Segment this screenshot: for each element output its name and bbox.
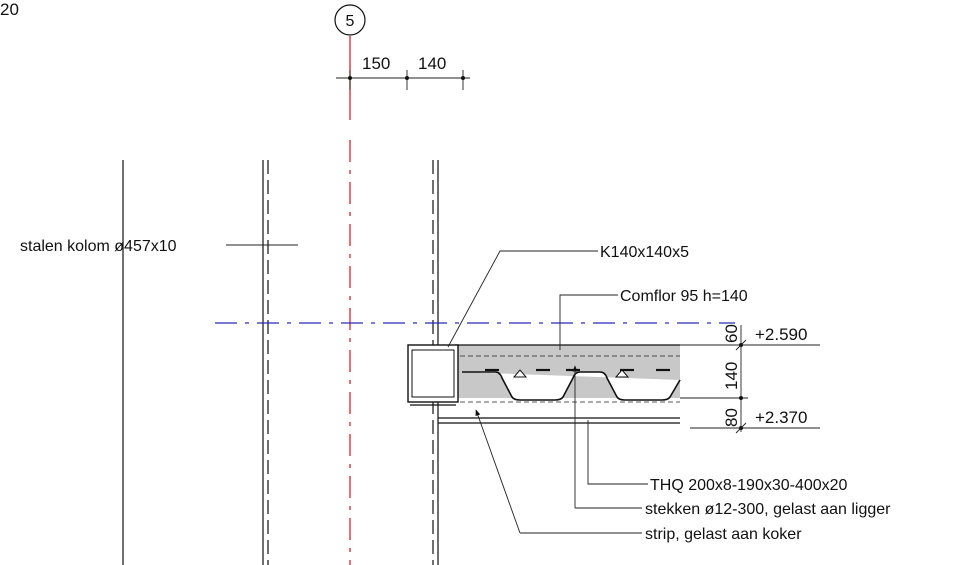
leader-studs: stekken ø12-300, gelast aan ligger (572, 365, 891, 518)
steel-tube (407, 344, 459, 406)
level-bottom: +2.370 (755, 408, 807, 427)
grid-marker-label: 5 (346, 13, 355, 30)
label-studs: stekken ø12-300, gelast aan ligger (645, 501, 891, 518)
leader-tube: K140x140x5 (447, 244, 689, 348)
beam-flange (438, 417, 680, 424)
leader-deck: Comflor 95 h=140 (559, 288, 748, 350)
dimension-80: 80 (722, 408, 741, 427)
leader-strip: strip, gelast aan koker (475, 409, 802, 543)
composite-slab (455, 344, 681, 403)
label-tube: K140x140x5 (600, 244, 689, 261)
grid-marker: 5 (334, 4, 366, 36)
deck-profile (462, 371, 681, 401)
horizontal-dimension: 150 140 (336, 54, 470, 90)
label-deck: Comflor 95 h=140 (620, 288, 748, 305)
dimension-150: 150 (362, 54, 390, 73)
level-top: +2.590 (755, 325, 807, 344)
leader-beam: THQ 200x8-190x30-400x20 (587, 420, 848, 494)
leader-column: stalen kolom ø457x10 (20, 238, 298, 255)
corner-label: 20 (0, 0, 19, 19)
dimension-60: 60 (722, 324, 741, 343)
steel-column (122, 160, 439, 565)
label-column: stalen kolom ø457x10 (20, 238, 177, 255)
label-beam: THQ 200x8-190x30-400x20 (650, 477, 848, 494)
label-strip: strip, gelast aan koker (645, 526, 802, 543)
dimension-140-vertical: 140 (722, 362, 741, 390)
dimension-140-horizontal: 140 (418, 54, 446, 73)
grid-marker-circle (334, 4, 366, 36)
vertical-dimension: 60 140 80 (680, 324, 820, 434)
